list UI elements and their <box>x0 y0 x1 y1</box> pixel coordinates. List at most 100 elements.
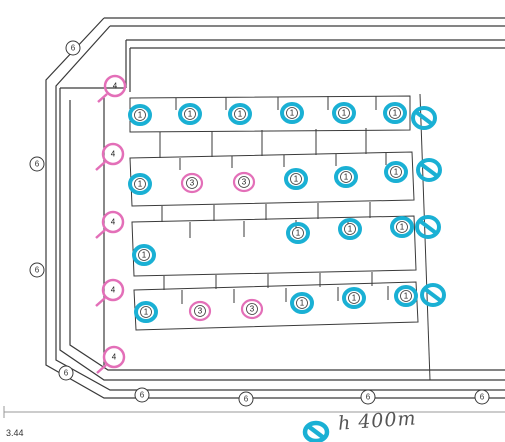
left-marker <box>95 278 125 307</box>
pin-label: 1 <box>142 251 147 260</box>
blue-highlight <box>334 166 358 188</box>
extra-marker <box>411 106 437 130</box>
pin-marker: 1 <box>228 103 252 125</box>
extra-marker <box>420 283 446 307</box>
pin-marker: 1 <box>178 103 202 125</box>
pin-label: 1 <box>144 308 149 317</box>
pin-label: 1 <box>348 225 353 234</box>
pin-marker: 1 <box>390 216 414 238</box>
pin-label: 1 <box>404 292 409 301</box>
left-marker <box>97 74 127 103</box>
blue-highlight <box>280 102 304 124</box>
blue-highlight <box>286 222 310 244</box>
pin-marker: 1 <box>280 102 304 124</box>
pin-label: 1 <box>344 173 349 182</box>
pin-marker: 1 <box>286 222 310 244</box>
pink-highlight <box>188 300 212 322</box>
pin-marker: 1 <box>290 292 314 314</box>
pink-highlight <box>232 171 256 193</box>
outer-tag: 6 <box>64 369 69 378</box>
pink-highlight <box>240 298 264 320</box>
pin-base <box>389 107 401 119</box>
pin-marker: 1 <box>384 161 408 183</box>
pin-label: 1 <box>238 110 243 119</box>
pin-marker: 1 <box>332 102 356 124</box>
pin-marker: 1 <box>338 218 362 240</box>
pin-base <box>134 178 146 190</box>
pin-base <box>390 166 402 178</box>
pin-base <box>396 221 408 233</box>
pin-base <box>186 177 198 189</box>
pin-base <box>184 108 196 120</box>
left-marker <box>95 210 125 239</box>
pin-marker: 1 <box>342 287 366 309</box>
left-marker <box>95 142 125 171</box>
outer-tag-labels: 6 6 6 6 6 6 6 6 <box>35 44 485 404</box>
pin-marker: 3 <box>180 172 204 194</box>
pin-label: 1 <box>400 223 405 232</box>
pin-marker: 1 <box>394 285 418 307</box>
pin-label: 1 <box>294 175 299 184</box>
pin-marker: 1 <box>128 104 152 126</box>
left-label: 4 <box>111 218 116 227</box>
blue-highlight <box>128 173 152 195</box>
pin-label: 1 <box>300 299 305 308</box>
pin-base <box>400 290 412 302</box>
outer-tag: 6 <box>140 391 145 400</box>
pin-base <box>194 305 206 317</box>
blue-highlight <box>290 292 314 314</box>
blue-highlight <box>178 103 202 125</box>
outer-tag: 6 <box>35 160 40 169</box>
pin-label: 1 <box>296 229 301 238</box>
pin-base <box>134 109 146 121</box>
pin-label: 1 <box>352 294 357 303</box>
blue-highlight <box>394 285 418 307</box>
pink-highlight <box>180 172 204 194</box>
pin-label: 3 <box>250 305 255 314</box>
left-label: 4 <box>111 150 116 159</box>
pin-marker: 3 <box>240 298 264 320</box>
pin-marker: 1 <box>383 102 407 124</box>
pin-base <box>290 173 302 185</box>
blue-highlight <box>132 244 156 266</box>
pin-grid <box>129 93 431 381</box>
outer-tag: 6 <box>480 393 485 402</box>
legend-mark <box>302 420 330 442</box>
pin-marker: 1 <box>134 301 158 323</box>
pin-label: 1 <box>138 180 143 189</box>
right-extra-markers <box>411 106 446 307</box>
left-label: 4 <box>111 286 116 295</box>
pin-base <box>292 227 304 239</box>
pin-label: 1 <box>342 109 347 118</box>
extra-marker <box>416 158 442 182</box>
outer-tags <box>29 40 490 407</box>
blue-highlight <box>342 287 366 309</box>
page-rule <box>3 406 505 418</box>
left-marker <box>96 345 126 374</box>
pin-label: 1 <box>290 109 295 118</box>
blue-highlight <box>390 216 414 238</box>
pin-marker: 3 <box>188 300 212 322</box>
pin-base <box>338 107 350 119</box>
outer-tag: 6 <box>35 266 40 275</box>
pin-base <box>138 249 150 261</box>
pin-base <box>348 292 360 304</box>
pin-base <box>140 306 152 318</box>
pin-label: 3 <box>190 179 195 188</box>
page-number: 3.44 <box>6 428 24 438</box>
blue-highlight <box>134 301 158 323</box>
pin-marker: 1 <box>284 168 308 190</box>
pin-label: 3 <box>198 307 203 316</box>
blue-highlight <box>338 218 362 240</box>
outer-tag: 6 <box>71 44 76 53</box>
pin-base <box>234 108 246 120</box>
pin-marker: 1 <box>128 173 152 195</box>
outer-tag: 6 <box>366 393 371 402</box>
blue-highlight <box>383 102 407 124</box>
left-label: 4 <box>112 353 117 362</box>
pin-label: 1 <box>394 168 399 177</box>
blue-highlight <box>384 161 408 183</box>
pin-marker: 1 <box>132 244 156 266</box>
